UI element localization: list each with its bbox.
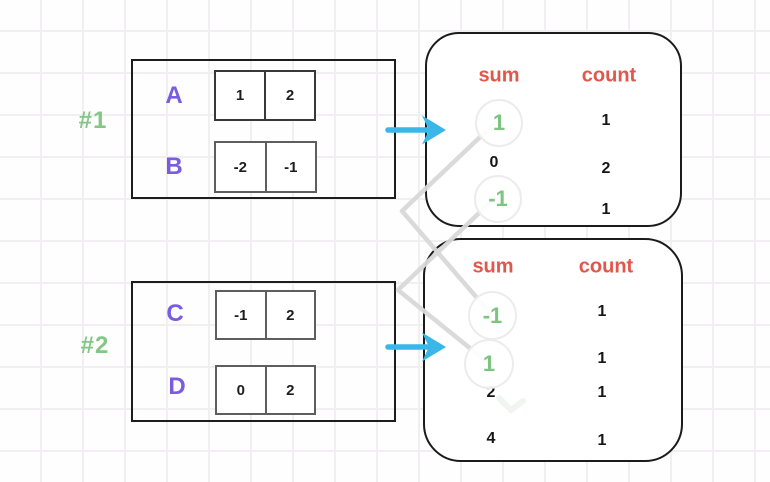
count-header-2: count — [578, 255, 634, 278]
array-d-cell-0: 0 — [217, 367, 267, 413]
array-a-cell-0: 1 — [216, 72, 266, 119]
sum-highlight-circle: 1 — [475, 99, 523, 147]
result-count-value: 1 — [597, 350, 607, 367]
array-c-cell-1: 2 — [286, 306, 295, 324]
array-b-cell-1: -1 — [284, 158, 298, 176]
result-sum-value: 2 — [486, 384, 496, 401]
result-count-value: 1 — [597, 432, 607, 449]
sum-highlight-circle: -1 — [468, 291, 517, 340]
array-a-cells: 1 2 — [214, 70, 316, 121]
sum-header-1: sum — [478, 64, 520, 87]
result-sum-value: 4 — [486, 430, 496, 447]
array-b-cells: -2 -1 — [214, 141, 317, 193]
result-count-value: 1 — [597, 303, 607, 320]
example-2-box: C -1 2 D 0 2 — [131, 281, 396, 422]
result-count-value: 1 — [601, 112, 611, 129]
sum-highlight-circle: -1 — [474, 175, 522, 223]
sum-header-2: sum — [472, 255, 514, 278]
result-sum-value: 1 — [482, 351, 496, 376]
result-box-1: sum count 1 0 2 1 — [425, 32, 682, 227]
sum-highlight-circle: 1 — [464, 339, 514, 389]
result-count-value: 1 — [601, 201, 611, 218]
array-d-cell-1: 2 — [286, 381, 295, 399]
example-1-box: A 1 2 B -2 -1 — [131, 59, 396, 199]
array-d-cells: 0 2 — [215, 365, 316, 415]
result-box-2: sum count 1 1 2 1 4 1 — [423, 238, 683, 462]
array-label-c: C — [166, 300, 184, 327]
array-a-cell-1: 2 — [285, 87, 295, 104]
array-label-a: A — [165, 82, 183, 109]
count-header-1: count — [581, 64, 637, 87]
result-count-value: 2 — [601, 160, 611, 177]
result-sum-value: -1 — [482, 302, 503, 328]
array-b-cell-0: -2 — [216, 143, 267, 191]
result-sum-value: 0 — [489, 154, 499, 171]
array-label-d: D — [168, 373, 186, 400]
result-sum-value: 1 — [492, 110, 506, 135]
example-2-label: #2 — [80, 332, 110, 359]
result-sum-value: -1 — [488, 186, 508, 211]
array-c-cell-0: -1 — [217, 292, 267, 338]
array-c-cells: -1 2 — [215, 290, 316, 340]
result-count-value: 1 — [597, 384, 607, 401]
example-1-label: #1 — [78, 107, 108, 134]
array-label-b: B — [165, 153, 183, 180]
